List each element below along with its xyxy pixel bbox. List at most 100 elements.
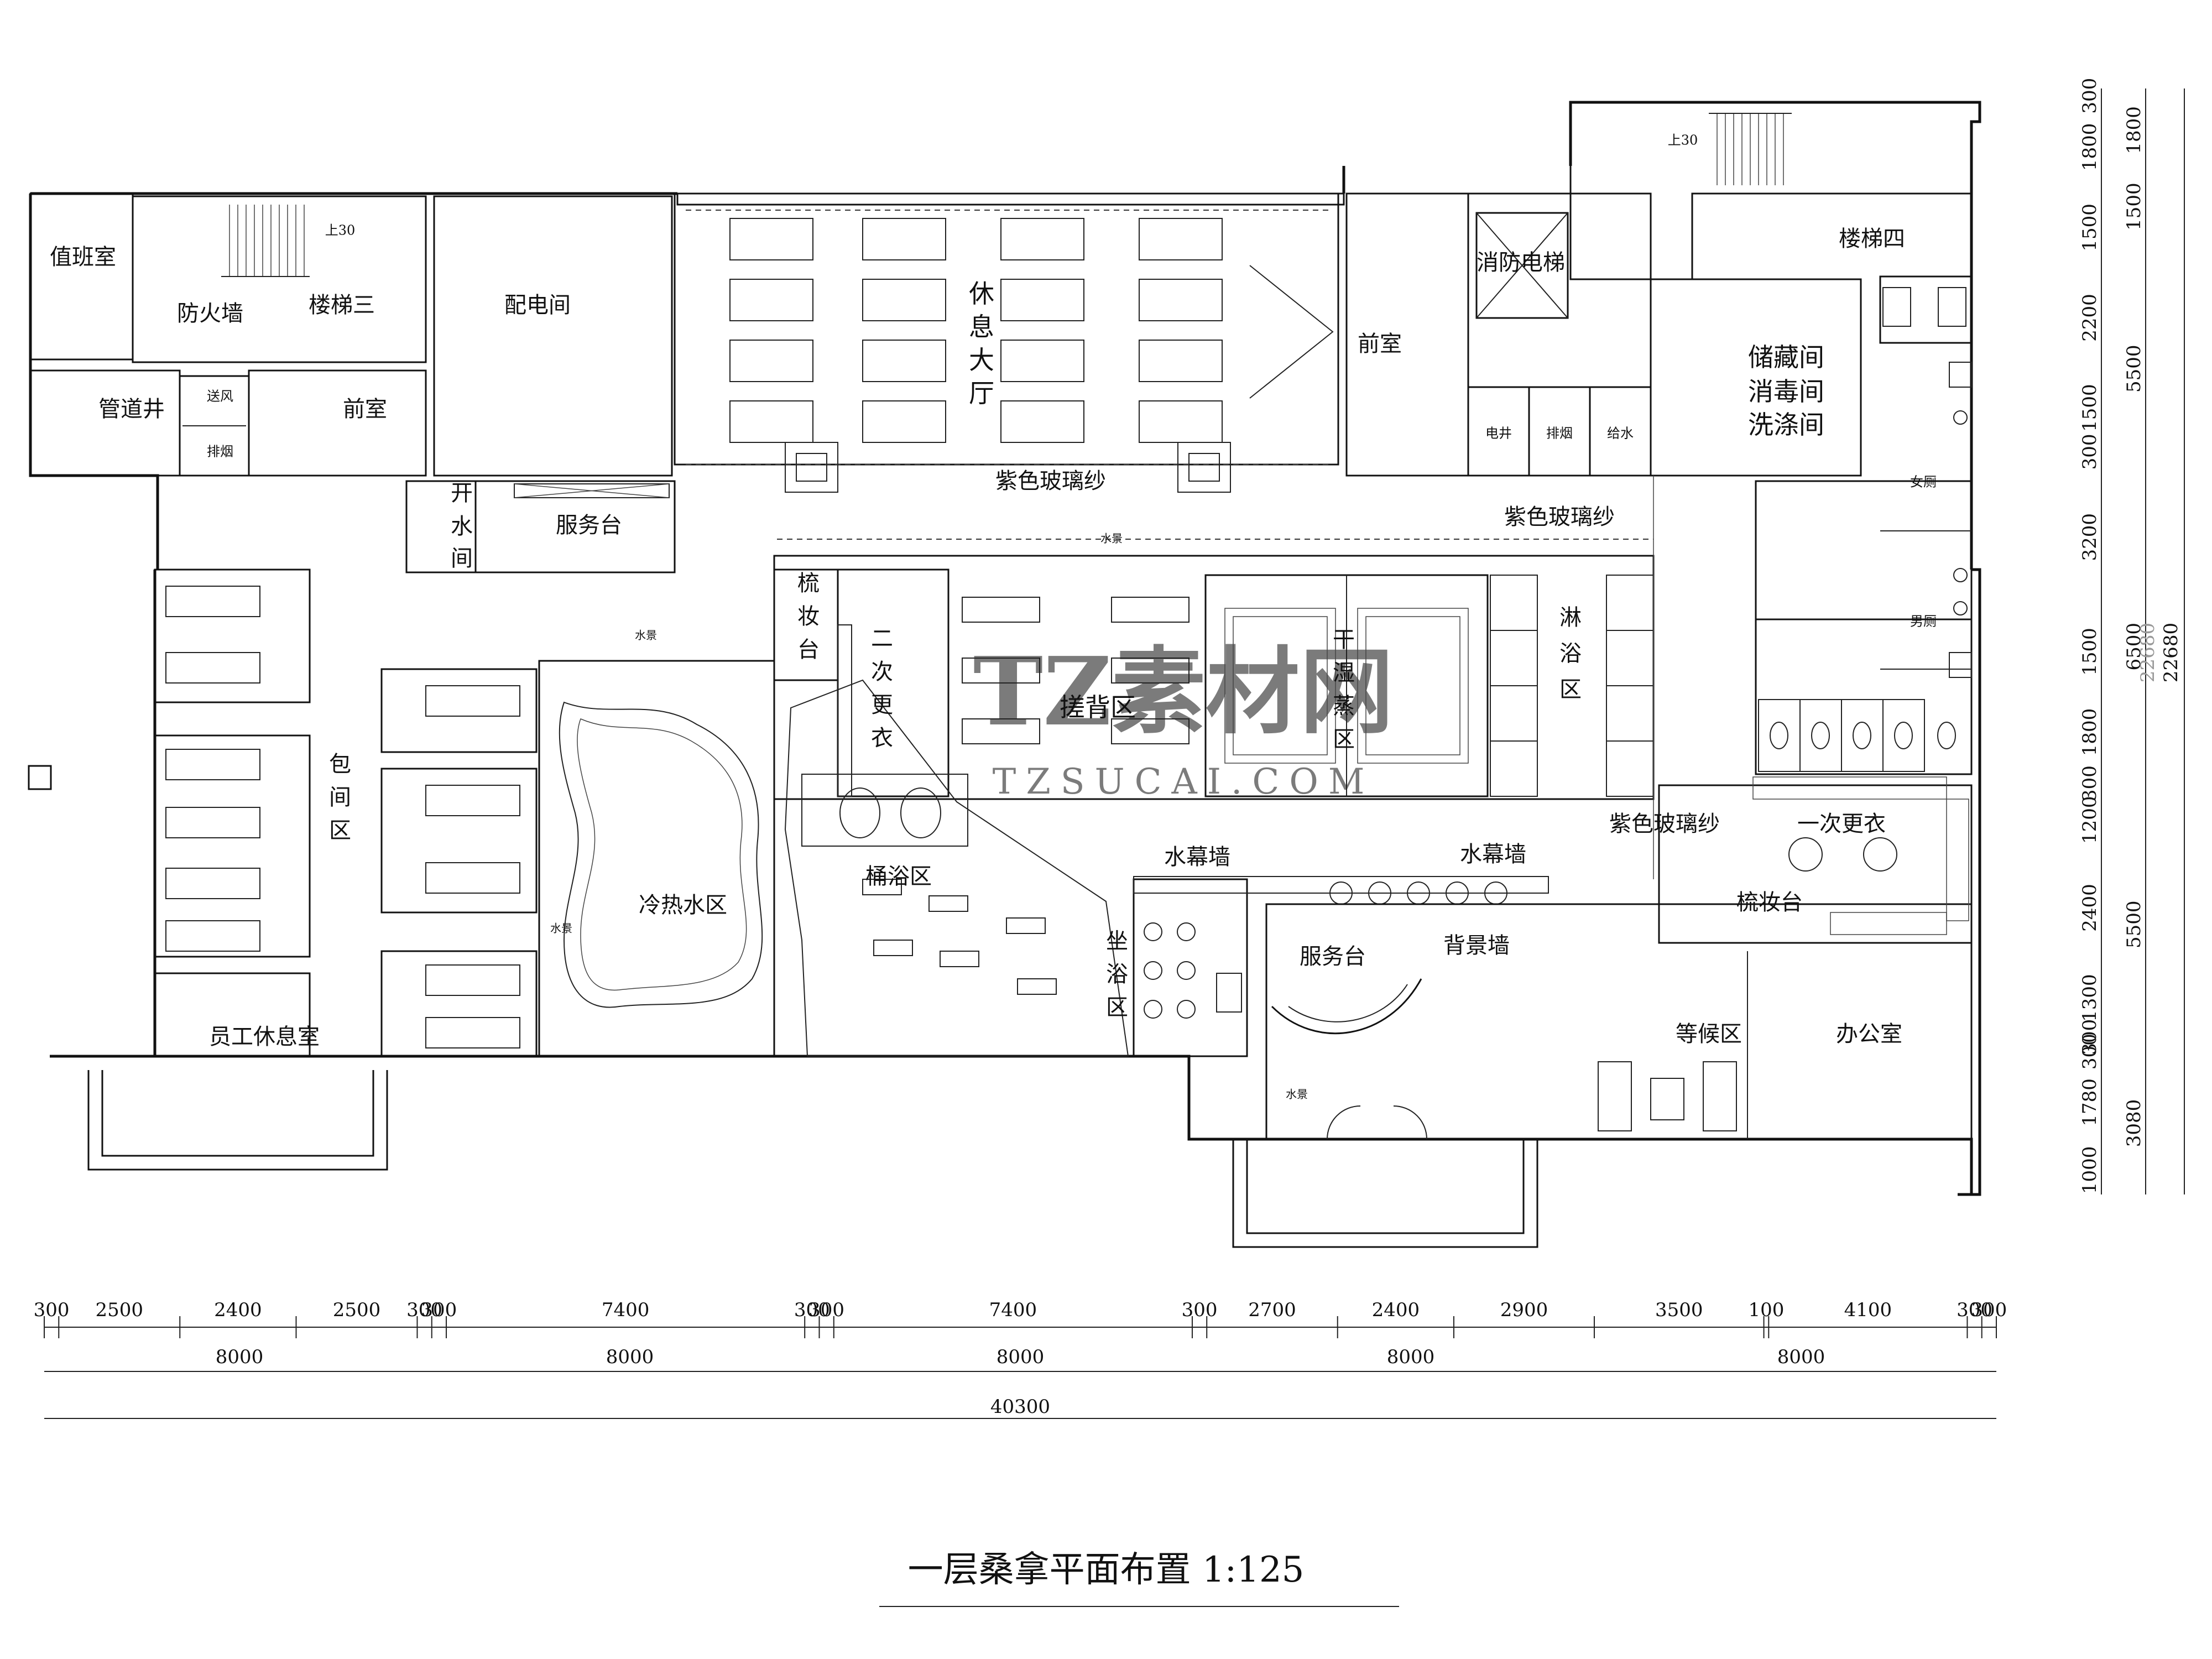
- shower-stalls: [1490, 575, 1654, 797]
- dim-row1-value: 300: [1182, 1299, 1218, 1321]
- label-water-curtain-1: 水幕墙: [1164, 844, 1230, 870]
- label-waiting-area: 等候区: [1676, 1021, 1742, 1047]
- dim-right2-value: 3080: [2123, 1099, 2145, 1147]
- barrel-tubs: [801, 774, 1057, 995]
- dim-right1-value: 1500: [2079, 628, 2101, 676]
- label-lounge-2: 息: [969, 312, 994, 342]
- central-spa: [773, 476, 1655, 879]
- label-sit-bath-3: 区: [1106, 995, 1128, 1020]
- dim-row2-value: 8000: [1777, 1346, 1825, 1368]
- right-tower: [1345, 113, 1973, 775]
- dim-right1-value: 300: [2079, 1034, 2101, 1070]
- scrub-beds: [962, 597, 1190, 744]
- label-purple-gauze-right: 紫色玻璃纱: [1504, 504, 1615, 530]
- label-second-change-2: 次: [871, 659, 893, 685]
- stair-three-treads: [221, 205, 310, 277]
- waiting-sofas: [1598, 1061, 1737, 1131]
- drawing-title-text: 一层桑拿平面布置 1:125: [908, 1550, 1305, 1590]
- label-staff-lounge: 员工休息室: [209, 1024, 320, 1050]
- label-duty-room: 值班室: [50, 244, 116, 270]
- dim-right2-value: 5500: [2123, 900, 2145, 948]
- dim-total-height-faint: 22680: [2137, 623, 2159, 682]
- label-smoke-exhaust-b: 排烟: [1546, 426, 1573, 441]
- label-boiling-water-1: 开: [451, 481, 473, 506]
- dim-total-height: 22680: [2160, 623, 2182, 682]
- dim-row2-value: 8000: [216, 1346, 264, 1368]
- label-service-desk-top: 服务台: [556, 513, 622, 538]
- label-women-wc: 女厕: [1910, 474, 1937, 490]
- label-office: 办公室: [1836, 1021, 1902, 1047]
- label-storage-3: 洗涤间: [1748, 410, 1824, 440]
- room-labels: 值班室 防火墙 楼梯三 上30 配电间 管道井 送风 排烟 前室 开 水 间 服…: [50, 133, 1937, 1101]
- label-private-3: 区: [329, 818, 351, 843]
- dim-right2-value: 1800: [2123, 106, 2145, 154]
- label-private-2: 间: [329, 785, 351, 810]
- dim-right1-value: 300: [2079, 434, 2101, 470]
- label-second-change-3: 更: [871, 692, 893, 718]
- top-left-rooms: [29, 192, 676, 573]
- dim-row1-value: 2400: [214, 1299, 262, 1321]
- dim-row1-value: 300: [794, 1299, 830, 1321]
- massage-beds: [165, 586, 520, 1048]
- label-second-change-1: 二: [871, 626, 893, 651]
- dim-row1-value: 300: [808, 1299, 844, 1321]
- label-water-curtain-2: 水幕墙: [1460, 842, 1526, 867]
- label-waterscape-2: 水景: [635, 629, 657, 642]
- label-sauna-2: 湿: [1333, 660, 1355, 686]
- dim-row1-value: 2700: [1248, 1299, 1296, 1321]
- label-waterscape-3: 水景: [550, 922, 572, 935]
- dim-row1-value: 7400: [602, 1299, 650, 1321]
- dim-total-width: 40300: [990, 1396, 1050, 1418]
- label-firewall: 防火墙: [177, 301, 243, 326]
- dim-row1-value: 300: [34, 1299, 70, 1321]
- dim-row1-value: 300: [1957, 1299, 1992, 1321]
- dim-right1-value: 1000: [2079, 1146, 2101, 1194]
- label-sit-bath-2: 浴: [1106, 962, 1128, 987]
- label-hot-cold-pool: 冷热水区: [639, 893, 727, 918]
- label-smoke-exhaust-a: 排烟: [207, 444, 233, 460]
- label-sit-bath-1: 坐: [1106, 928, 1128, 954]
- dim-row1-value: 4100: [1844, 1299, 1892, 1321]
- private-rooms: [154, 568, 538, 1057]
- dim-right2-value: 1500: [2123, 182, 2145, 231]
- rest-lounge: [674, 192, 1339, 493]
- dim-right1-value: 1780: [2079, 1078, 2101, 1126]
- dim-right1-value: 1200: [2079, 796, 2101, 844]
- dim-row1-value: 2400: [1372, 1299, 1420, 1321]
- label-lounge-3: 大: [969, 345, 994, 375]
- dim-row1-value: 100: [1748, 1299, 1784, 1321]
- dim-row1-value: 2500: [96, 1299, 144, 1321]
- dim-right1-value: 3200: [2079, 513, 2101, 561]
- label-antechamber-left: 前室: [343, 397, 387, 422]
- wc-stalls: [1758, 362, 1972, 772]
- dim-right2-value: 6500: [2123, 623, 2145, 671]
- label-makeup-3: 台: [797, 637, 820, 662]
- drawing-title: 一层桑拿平面布置 1:125: [879, 1550, 1399, 1607]
- label-sauna-4: 区: [1333, 727, 1355, 752]
- label-storage-2: 消毒间: [1748, 377, 1824, 406]
- dim-right1-value: 300: [2079, 1019, 2101, 1055]
- label-up-right: 上30: [1668, 133, 1698, 148]
- label-makeup-2: 妆: [797, 604, 820, 629]
- dim-right1-value: 2200: [2079, 294, 2101, 342]
- label-backdrop-wall: 背景墙: [1443, 933, 1510, 958]
- label-storage-1: 储藏间: [1748, 342, 1824, 372]
- label-electrical-room: 配电间: [504, 293, 571, 318]
- label-water-supply: 给水: [1607, 426, 1634, 441]
- dim-right1-value: 1500: [2079, 384, 2101, 432]
- label-supply-air: 送风: [207, 389, 233, 404]
- label-elec-shaft: 电井: [1485, 426, 1512, 441]
- dim-row1-value: 2500: [333, 1299, 381, 1321]
- label-purple-gauze-top: 紫色玻璃纱: [995, 468, 1106, 494]
- label-makeup-desk: 梳妆台: [1736, 890, 1803, 915]
- watermark: TZ素材网 TZSUCAI.COM: [973, 637, 1394, 802]
- label-pipe-shaft: 管道井: [98, 397, 165, 422]
- label-shower-2: 浴: [1559, 641, 1582, 666]
- label-boiling-water-2: 水: [451, 514, 473, 539]
- dim-row1-value: 7400: [989, 1299, 1037, 1321]
- counter-hatch: [514, 483, 670, 498]
- dim-right1-value: 2400: [2079, 884, 2101, 932]
- dim-row1-value: 3500: [1655, 1299, 1703, 1321]
- label-stair4: 楼梯四: [1839, 226, 1905, 252]
